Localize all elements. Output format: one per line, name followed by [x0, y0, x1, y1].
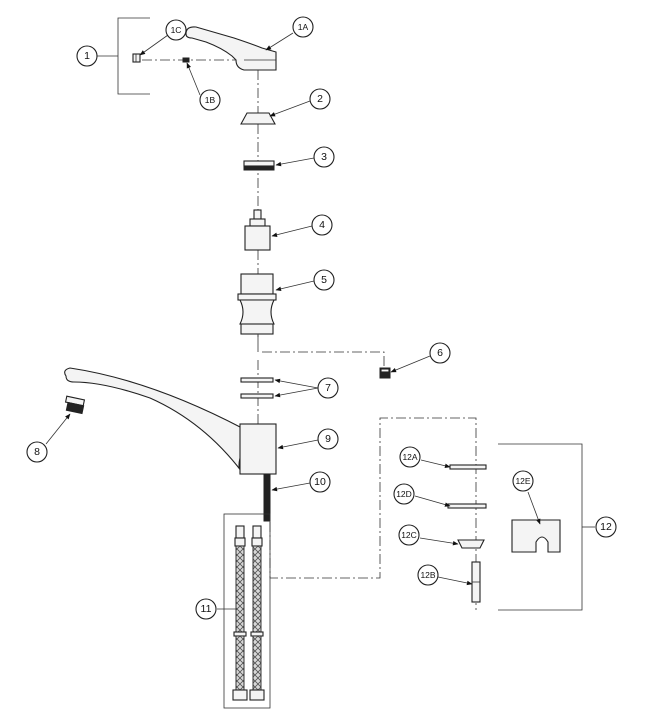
callout-5: 5	[313, 269, 335, 291]
callout-10: 10	[309, 471, 331, 493]
leader-lines	[45, 32, 541, 610]
washer-12c	[457, 539, 485, 549]
callout-6: 6	[429, 342, 451, 364]
svg-text:12B: 12B	[420, 570, 435, 580]
spout	[64, 367, 243, 473]
faucet-body	[239, 423, 277, 475]
clip-12e	[511, 519, 561, 553]
set-screw-1b	[182, 57, 190, 63]
svg-text:7: 7	[325, 382, 331, 394]
callout-9: 9	[317, 428, 339, 450]
svg-text:2: 2	[317, 93, 323, 105]
spout-body	[64, 367, 277, 475]
callout-12d: 12D	[393, 483, 415, 505]
callout-1a: 1A	[292, 16, 314, 38]
svg-text:11: 11	[201, 603, 212, 615]
svg-text:1C: 1C	[171, 25, 182, 35]
cap-screw-1c	[132, 53, 141, 63]
callout-12e: 12E	[512, 470, 534, 492]
svg-text:12C: 12C	[401, 530, 417, 540]
svg-text:1B: 1B	[205, 95, 216, 105]
callout-11: 11	[195, 598, 217, 620]
svg-text:8: 8	[34, 446, 40, 458]
mounting-kit	[447, 443, 595, 611]
cartridge	[244, 209, 271, 251]
plate-12a	[449, 464, 487, 470]
svg-text:12D: 12D	[396, 489, 412, 499]
svg-text:4: 4	[319, 219, 325, 231]
callout-12c: 12C	[398, 524, 420, 546]
plate-12d	[447, 503, 487, 509]
svg-text:3: 3	[321, 151, 327, 163]
callout-1c: 1C	[165, 19, 187, 41]
washers	[240, 377, 274, 399]
callout-8: 8	[26, 441, 48, 463]
svg-text:1: 1	[84, 50, 90, 62]
svg-text:12E: 12E	[515, 476, 530, 486]
callout-7: 7	[317, 377, 339, 399]
callout-4: 4	[311, 214, 333, 236]
svg-text:12: 12	[600, 521, 612, 533]
callout-12b: 12B	[417, 564, 439, 586]
svg-text:12A: 12A	[402, 452, 417, 462]
svg-text:10: 10	[314, 476, 326, 488]
link-box	[269, 417, 477, 610]
link-line-6	[262, 351, 385, 366]
callout-1: 1	[76, 45, 98, 67]
aerator-insert	[379, 367, 391, 379]
aerator	[64, 395, 86, 415]
callout-1b: 1B	[199, 89, 221, 111]
mounting-stud	[263, 474, 271, 522]
svg-text:5: 5	[321, 274, 327, 286]
cover-cap	[240, 112, 276, 125]
ring-seal	[243, 160, 275, 171]
handle-lever	[185, 26, 277, 71]
valve-body	[237, 273, 277, 352]
hose-bracket	[223, 513, 271, 709]
flex-hoses	[223, 513, 271, 709]
svg-text:1A: 1A	[298, 22, 309, 32]
svg-text:9: 9	[325, 433, 331, 445]
callout-2: 2	[309, 88, 331, 110]
handle-assembly	[97, 17, 277, 95]
callout-12: 12	[595, 516, 617, 538]
callout-3: 3	[313, 146, 335, 168]
svg-text:6: 6	[437, 347, 443, 359]
callout-12a: 12A	[399, 446, 421, 468]
